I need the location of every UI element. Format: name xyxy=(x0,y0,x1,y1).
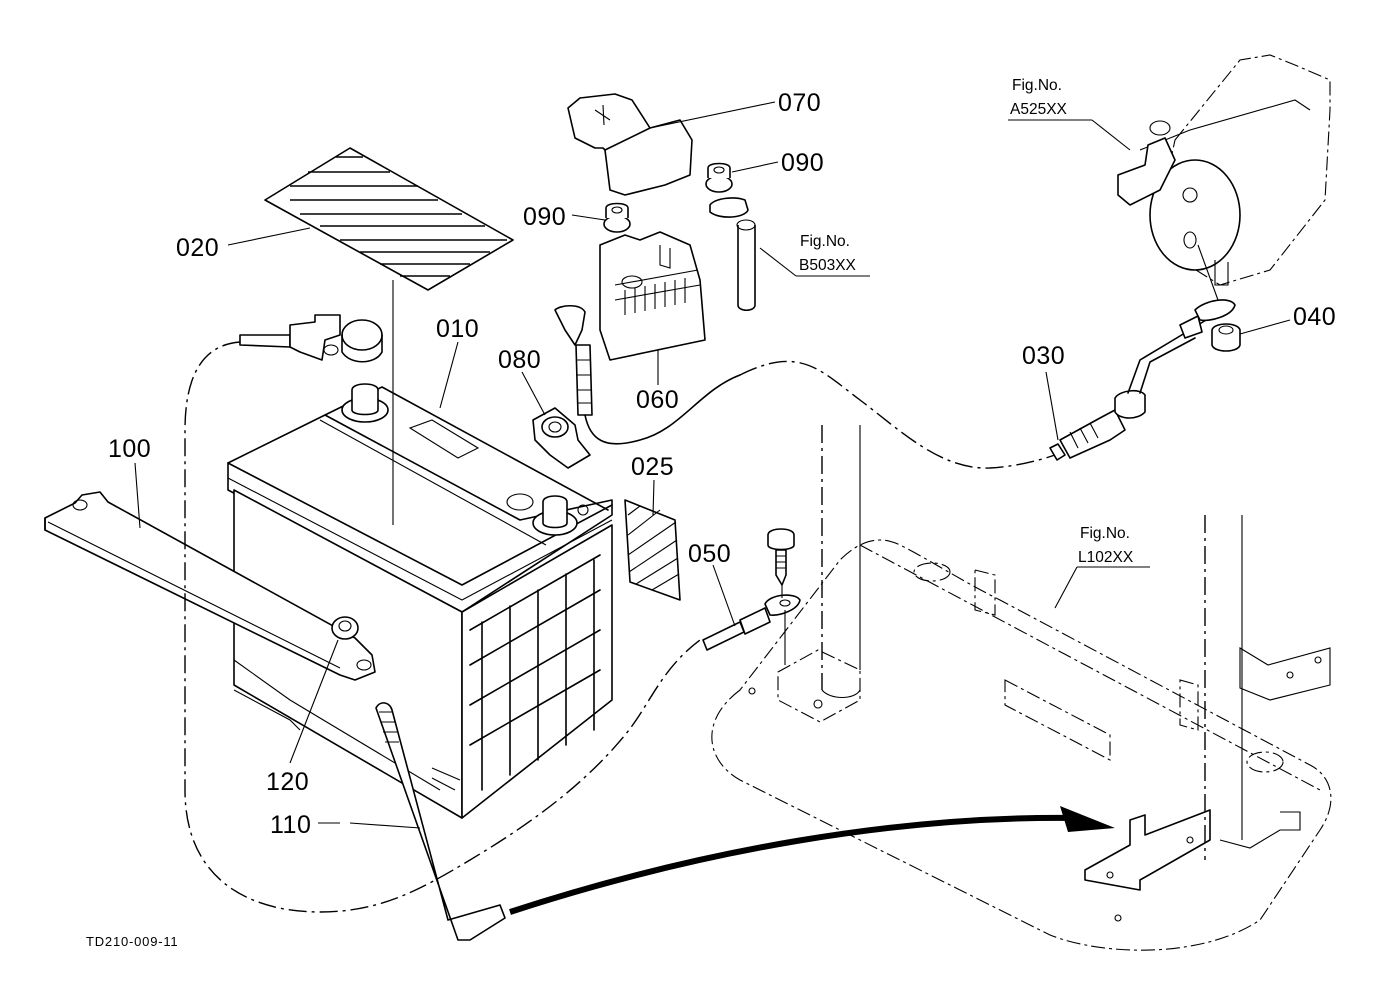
negative-terminal-clamp[interactable] xyxy=(239,314,383,363)
positive-post[interactable] xyxy=(532,495,578,536)
callout-070[interactable]: 070 xyxy=(778,89,821,117)
battery-terminal-clamp[interactable] xyxy=(532,407,591,469)
figure-ref-frame[interactable]: Fig.No. L102XX xyxy=(1054,525,1150,609)
figure-ref-label: Fig.No. xyxy=(1012,77,1062,94)
part-callouts: 070 090 090 020 010 080 060 025 050 030 … xyxy=(108,89,1336,839)
figure-ref-harness[interactable]: Fig.No. B503XX xyxy=(759,233,870,277)
callout-030[interactable]: 030 xyxy=(1022,342,1065,370)
fuse-link-lead[interactable] xyxy=(554,304,741,445)
battery-hold-down-bar[interactable] xyxy=(44,491,376,681)
positive-cable-path xyxy=(739,360,1056,469)
callout-090-right[interactable]: 090 xyxy=(781,149,824,177)
harness-terminal[interactable] xyxy=(709,197,756,312)
callout-100[interactable]: 100 xyxy=(108,435,151,463)
drawing-code: TD210-009-11 xyxy=(86,934,178,949)
callout-060[interactable]: 060 xyxy=(636,386,679,414)
hook-bolt[interactable] xyxy=(375,702,506,941)
ground-cable[interactable] xyxy=(702,594,801,665)
assembly-arrow xyxy=(509,806,1115,915)
terminal-cover[interactable] xyxy=(567,93,693,196)
callout-025[interactable]: 025 xyxy=(631,453,674,481)
negative-post[interactable] xyxy=(341,383,389,423)
figure-ref-label: Fig.No. xyxy=(1080,525,1130,542)
hold-down-nut[interactable] xyxy=(331,616,359,640)
negative-cable-path xyxy=(184,341,701,913)
figure-ref-starter[interactable]: Fig.No. A525XX xyxy=(1008,77,1131,151)
ground-bolt[interactable] xyxy=(767,528,795,598)
callout-110[interactable]: 110 xyxy=(270,811,311,839)
figure-ref-code: L102XX xyxy=(1078,549,1134,566)
callout-010[interactable]: 010 xyxy=(436,315,479,343)
battery[interactable] xyxy=(227,383,613,819)
flange-nut-left[interactable] xyxy=(603,202,631,233)
figure-ref-label: Fig.No. xyxy=(800,233,850,250)
callout-040[interactable]: 040 xyxy=(1293,303,1336,331)
battery-vent-grid xyxy=(469,554,601,791)
figure-ref-code: B503XX xyxy=(799,257,857,274)
callout-120[interactable]: 120 xyxy=(266,768,309,796)
callout-090-left[interactable]: 090 xyxy=(523,203,566,231)
terminal-nut[interactable] xyxy=(1211,323,1241,352)
callout-080[interactable]: 080 xyxy=(498,346,541,374)
starter-motor-phantom xyxy=(1117,54,1331,301)
positive-cable[interactable] xyxy=(1049,299,1236,461)
warning-decal[interactable] xyxy=(624,499,681,601)
frame-pillars xyxy=(821,425,1243,860)
flange-nut-right[interactable] xyxy=(705,162,733,193)
battery-label-sticker[interactable] xyxy=(264,147,514,525)
figure-ref-code: A525XX xyxy=(1010,101,1068,118)
fusible-link-block[interactable] xyxy=(599,231,706,361)
frame-phantom xyxy=(711,539,1332,951)
callout-050[interactable]: 050 xyxy=(688,540,731,568)
callout-020[interactable]: 020 xyxy=(176,234,219,262)
